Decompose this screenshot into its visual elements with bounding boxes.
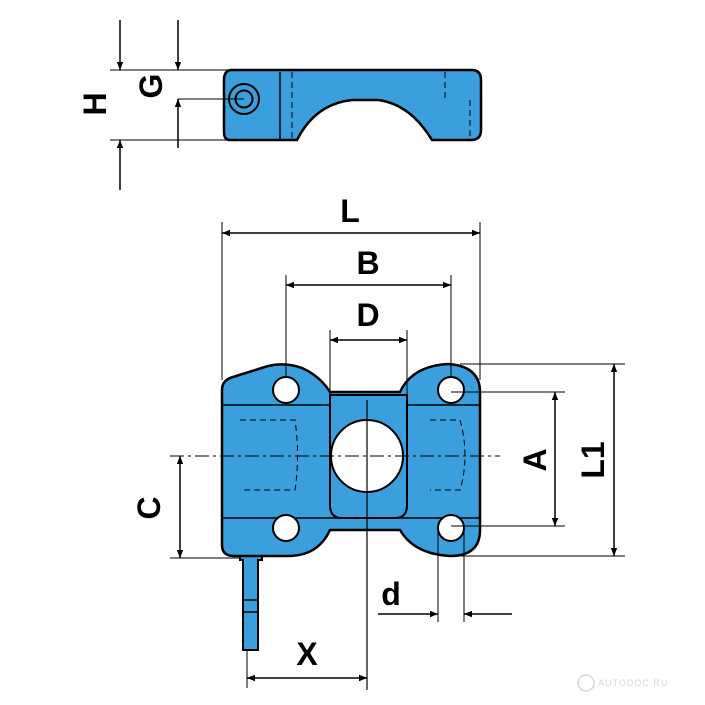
hidden-line	[430, 419, 466, 491]
dim-label-X: X	[296, 636, 318, 672]
watermark-logo-icon	[577, 674, 595, 692]
plan-view: L B D A L1 C d X	[131, 193, 625, 690]
bolt-hole-bottom-left	[272, 514, 300, 542]
side-view: H G	[77, 20, 483, 190]
dim-label-B: B	[356, 245, 379, 281]
dim-label-H: H	[77, 92, 113, 115]
dim-label-G: G	[133, 74, 169, 99]
bolt-hole-bottom-right	[437, 514, 465, 542]
dim-label-L: L	[340, 193, 360, 229]
dim-label-L1: L1	[575, 441, 611, 478]
dim-label-d: d	[381, 576, 401, 612]
watermark-text: AUTODOC.RU	[598, 678, 668, 688]
dim-label-A: A	[517, 448, 553, 471]
bolt-hole-top-right	[437, 376, 465, 404]
hidden-line	[240, 419, 298, 491]
dim-label-D: D	[356, 297, 379, 333]
watermark: AUTODOC.RU	[577, 674, 668, 692]
dim-label-C: C	[131, 496, 167, 519]
bolt-hole-top-left	[272, 376, 300, 404]
side-view-body	[222, 68, 483, 142]
